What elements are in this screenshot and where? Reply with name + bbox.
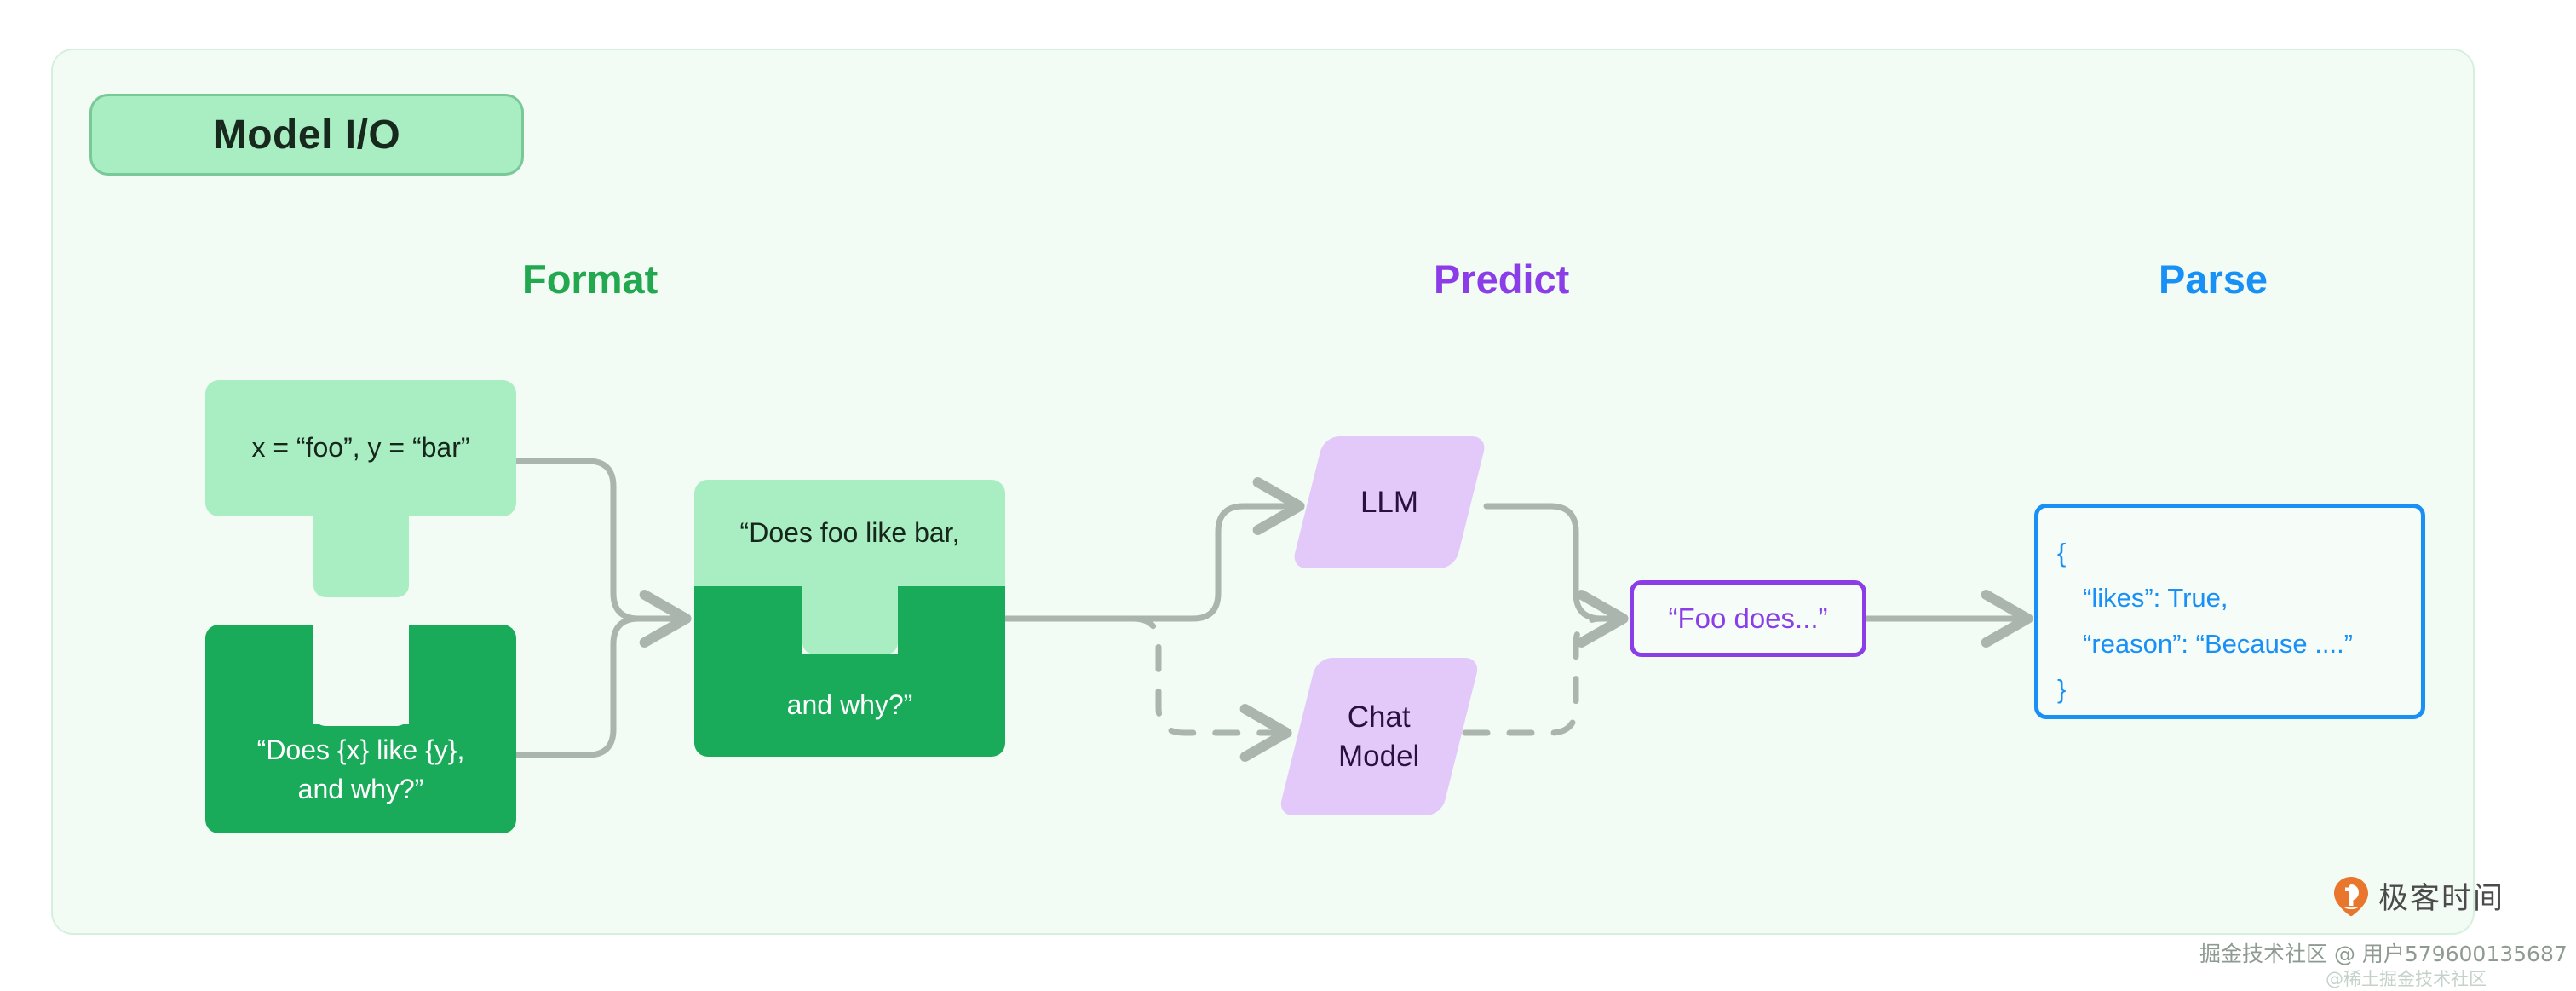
node-model-output[interactable]: “Foo does...” xyxy=(1630,580,1866,657)
node-variables-label: x = “foo”, y = “bar” xyxy=(205,380,516,516)
merged-bottom-label: and why?” xyxy=(786,689,913,721)
json-line-2: “likes”: True, xyxy=(2083,583,2228,614)
template-line-2: and why?” xyxy=(297,773,424,804)
watermark-user: 掘金技术社区 @ 用户579600135687 xyxy=(2199,942,2567,966)
watermark-site: @稀土掘金技术社区 xyxy=(2326,969,2487,989)
node-model-output-label: “Foo does...” xyxy=(1668,602,1828,634)
template-right-segment xyxy=(409,625,516,833)
template-bottom-segment xyxy=(308,724,418,833)
page-title: Model I/O xyxy=(212,112,401,158)
puzzle-tab xyxy=(313,510,409,597)
merged-puzzle-tab xyxy=(802,586,898,654)
merged-left-segment xyxy=(694,586,802,757)
node-llm-label: LLM xyxy=(1360,485,1419,519)
node-llm[interactable]: LLM xyxy=(1291,436,1488,568)
node-prompt-template[interactable]: “Does {x} like {y}, and why?” xyxy=(205,625,516,833)
merged-top-label: “Does foo like bar, xyxy=(694,480,1005,586)
puzzle-notch xyxy=(313,625,409,726)
node-chat-model-label: Chat Model xyxy=(1338,700,1420,773)
template-line-1: “Does {x} like {y}, xyxy=(256,735,465,766)
json-line-4: } xyxy=(2057,673,2067,704)
merged-bottom-segment xyxy=(796,654,907,757)
brand-logo: 极客时间 xyxy=(2332,874,2504,918)
column-header-predict: Predict xyxy=(1434,256,1570,302)
diagram-title-badge: Model I/O xyxy=(89,94,524,176)
node-variables[interactable]: x = “foo”, y = “bar” xyxy=(205,380,516,597)
node-formatted-prompt[interactable]: “Does foo like bar, and why?” xyxy=(694,480,1005,757)
json-line-3: “reason”: “Because ....” xyxy=(2083,628,2354,659)
column-header-format: Format xyxy=(522,256,658,302)
template-left-segment xyxy=(205,625,313,833)
node-prompt-template-label: “Does {x} like {y}, and why?” xyxy=(205,706,516,833)
merged-right-segment xyxy=(898,586,1005,757)
brand-logo-text: 极客时间 xyxy=(2378,882,2505,916)
json-line-1: { xyxy=(2057,538,2067,568)
geekbang-pin-icon xyxy=(2332,876,2370,917)
column-header-parse: Parse xyxy=(2159,256,2268,302)
node-parsed-json[interactable]: { “likes”: True, “reason”: “Because ....… xyxy=(2034,504,2425,719)
